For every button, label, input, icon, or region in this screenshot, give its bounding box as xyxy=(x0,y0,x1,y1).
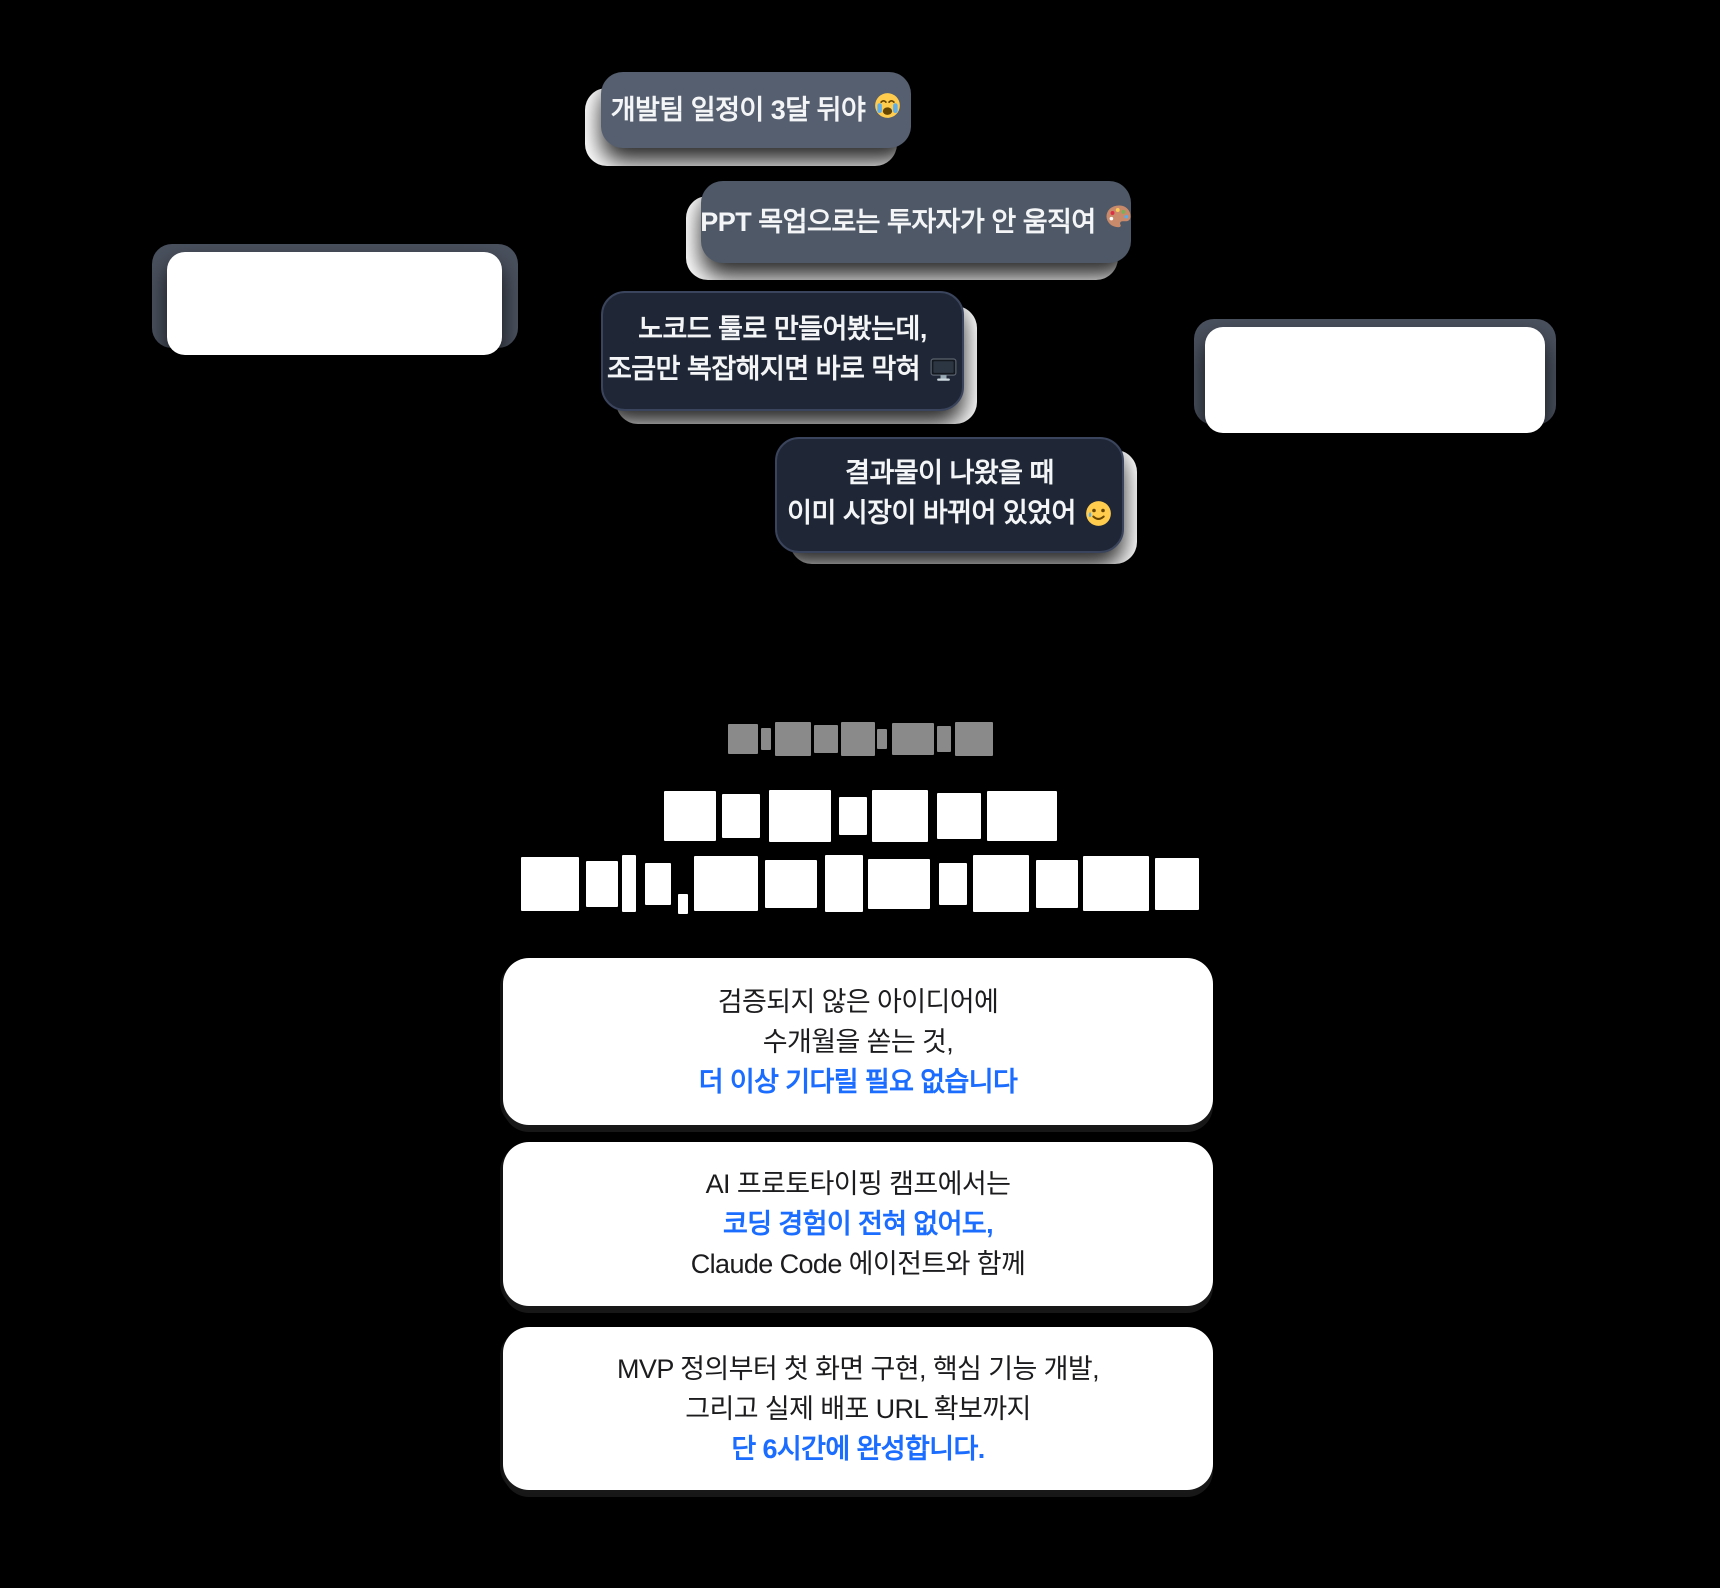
masked-text-segment xyxy=(825,855,863,912)
card-line: 검증되지 않은 아이디어에 xyxy=(717,986,999,1017)
artist-palette-emoji-icon xyxy=(1105,202,1132,242)
masked-text-segment xyxy=(876,729,887,749)
masked-text-segment xyxy=(663,791,716,841)
info-card-validation: 검증되지 않은 아이디어에 수개월을 쏟는 것, 더 이상 기다릴 필요 없습니… xyxy=(503,958,1213,1125)
chat-bubble-market-changed: 결과물이 나왔을 때 이미 시장이 바뀌어 있었어 xyxy=(775,437,1124,553)
chat-bubble-text: PPT 목업으로는 투자자가 안 움직여 xyxy=(700,207,1096,237)
info-card-camp: AI 프로토타이핑 캠프에서는 코딩 경험이 전혀 없어도, Claude Co… xyxy=(503,1142,1213,1306)
masked-text-segment xyxy=(521,856,579,911)
card-line: Claude Code 에이전트와 함께 xyxy=(690,1249,1026,1279)
card-line: 그리고 실제 배포 URL 확보까지 xyxy=(685,1393,1031,1424)
masked-text-segment xyxy=(891,723,934,755)
masked-text-segment xyxy=(973,855,1029,912)
bubble-line-1: 노코드 툴로 만들어봤는데, xyxy=(638,313,927,344)
masked-text-segment xyxy=(954,722,993,756)
masked-text-segment xyxy=(871,790,928,842)
masked-text-segment xyxy=(1155,857,1199,910)
chat-bubble-text: 개발팀 일정이 3달 뒤야 xyxy=(610,95,866,125)
masked-text-segment xyxy=(838,797,867,835)
masked-text-segment xyxy=(840,722,875,756)
card-line-emphasis: 더 이상 기다릴 필요 없습니다 xyxy=(698,1066,1018,1097)
masked-text-segment xyxy=(622,855,636,912)
masked-text-segment xyxy=(936,793,981,839)
masked-heading-eyebrow xyxy=(0,720,1720,758)
bubble-line-2: 조금만 복잡해지면 바로 막혀 xyxy=(606,353,921,384)
chat-bubble-white-right xyxy=(1205,327,1545,433)
masked-text-segment xyxy=(986,791,1057,841)
masked-text-segment xyxy=(768,790,831,842)
chat-bubble-dev-schedule: 개발팀 일정이 3달 뒤야 xyxy=(601,72,911,148)
masked-text-segment xyxy=(774,722,811,756)
card-line-emphasis: 단 6시간에 완성합니다. xyxy=(731,1433,985,1464)
chat-bubble-text: 결과물이 나왔을 때 이미 시장이 바뀌어 있었어 xyxy=(787,453,1112,538)
masked-text-segment xyxy=(868,858,930,909)
masked-text-segment xyxy=(678,893,688,914)
masked-text-segment xyxy=(586,860,618,907)
chat-bubble-text: 노코드 툴로 만들어봤는데, 조금만 복잡해지면 바로 막혀 xyxy=(607,309,958,394)
masked-text-segment xyxy=(645,862,671,905)
card-line: AI 프로토타이핑 캠프에서는 xyxy=(705,1169,1011,1199)
desktop-computer-emoji-icon xyxy=(929,354,958,394)
card-line-emphasis: 코딩 경험이 전혀 없어도, xyxy=(722,1209,994,1239)
card-line: MVP 정의부터 첫 화면 구현, 핵심 기능 개발, xyxy=(617,1353,1100,1384)
chat-bubble-nocode-tool: 노코드 툴로 만들어봤는데, 조금만 복잡해지면 바로 막혀 xyxy=(601,291,964,411)
info-card-mvp: MVP 정의부터 첫 화면 구현, 핵심 기능 개발, 그리고 실제 배포 UR… xyxy=(503,1327,1213,1490)
loudly-crying-face-emoji-icon xyxy=(874,90,901,130)
masked-text-segment xyxy=(936,726,951,752)
bubble-line-2: 이미 시장이 바뀌어 있었어 xyxy=(787,497,1076,528)
masked-heading-line-2 xyxy=(0,855,1720,914)
masked-text-segment xyxy=(727,724,758,754)
masked-text-segment xyxy=(765,859,817,908)
masked-text-segment xyxy=(760,728,771,750)
masked-text-segment xyxy=(1083,856,1149,911)
bubble-line-1: 결과물이 나왔을 때 xyxy=(845,457,1054,488)
masked-text-segment xyxy=(694,856,758,911)
masked-text-segment xyxy=(1036,859,1078,908)
card-line: 수개월을 쏟는 것, xyxy=(762,1026,954,1057)
masked-text-segment xyxy=(939,862,967,905)
masked-heading-line-1 xyxy=(0,790,1720,842)
chat-bubble-ppt-mockup: PPT 목업으로는 투자자가 안 움직여 xyxy=(700,181,1132,263)
masked-text-segment xyxy=(721,794,760,838)
chat-bubble-white-left xyxy=(167,252,502,355)
smiling-face-with-tear-emoji-icon xyxy=(1085,498,1112,538)
masked-text-segment xyxy=(813,725,838,753)
